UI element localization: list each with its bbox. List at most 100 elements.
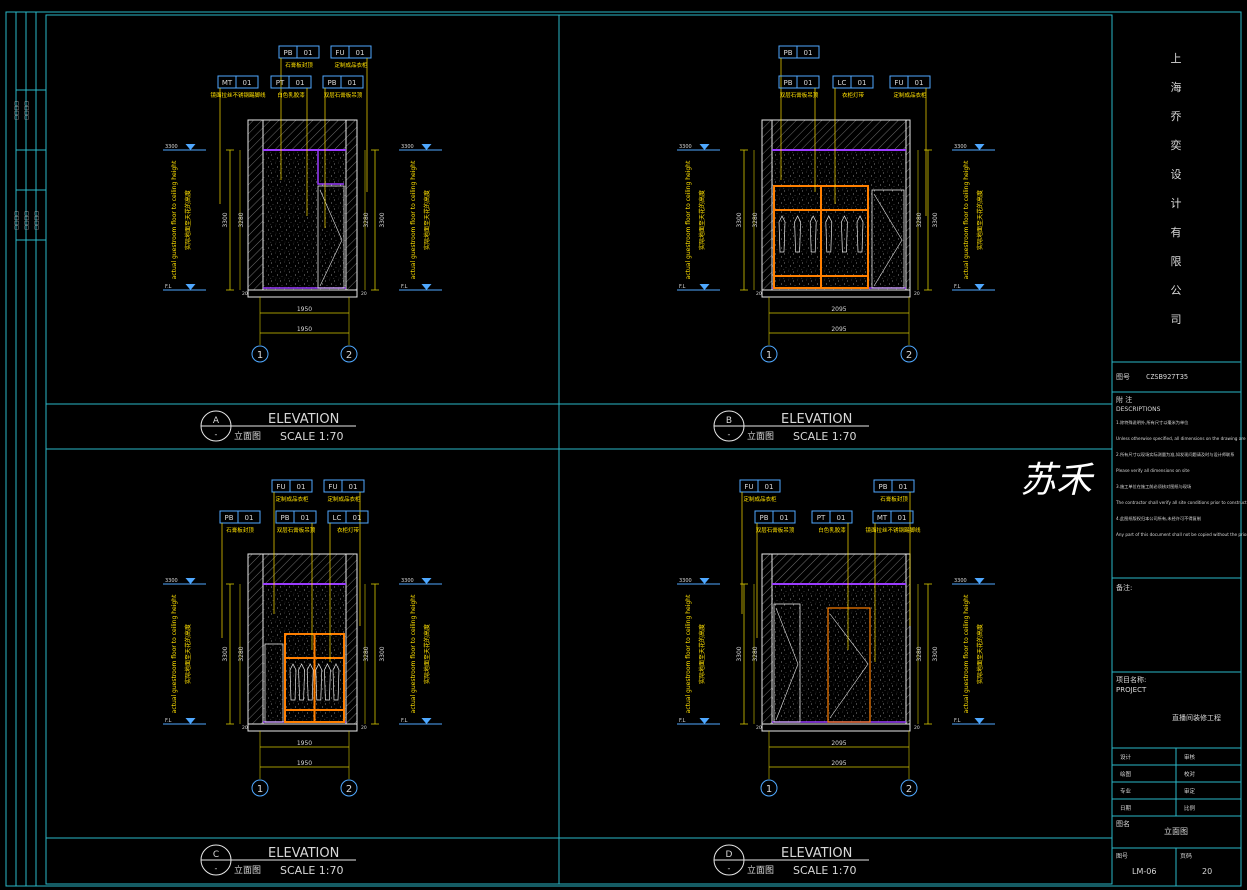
height-dimension-text: 3300 <box>222 212 229 227</box>
material-tag-code: FU <box>744 483 753 491</box>
material-tag-num-box <box>796 75 820 89</box>
hanging-garment <box>289 663 297 701</box>
hanging-garment <box>825 215 833 253</box>
height-dimension-text: 3300 <box>736 212 743 227</box>
material-tag-num-box <box>772 510 796 524</box>
axis-bubble <box>760 779 778 797</box>
drawing-code-value: CZSB927T35 <box>1146 373 1188 381</box>
ceiling-slab <box>761 119 911 151</box>
hanging-garment <box>306 663 314 701</box>
material-tag-num: 01 <box>765 483 774 491</box>
material-tag-num-box <box>829 510 853 524</box>
inner-dimension-text: 3280 <box>363 646 370 661</box>
floor-dimension-text: 20 <box>242 291 248 297</box>
note-line: The contractor shall verify all site con… <box>1115 500 1247 505</box>
material-tag-label: 双层石膏板吊顶 <box>780 91 819 99</box>
floor-dimension-text: 20 <box>756 725 762 731</box>
material-tag-code: PB <box>783 79 792 87</box>
vertical-note-en: actual guestroom floor to ceiling height <box>685 594 692 713</box>
material-tag-label: 定制成品衣柜 <box>334 61 368 69</box>
room-interior <box>262 149 347 291</box>
level-marker-icon <box>185 284 196 290</box>
axis-bubble <box>251 345 269 363</box>
material-tag-label: 白色乳胶漆 <box>277 91 305 99</box>
material-tag-label: 定制成品衣柜 <box>893 91 927 99</box>
width-dimension-text: 1950 <box>297 306 312 313</box>
material-tag-label: 衣柜灯带 <box>842 91 865 99</box>
sheet-no-value: LM-06 <box>1132 867 1156 876</box>
side-door-panel <box>871 189 905 289</box>
hanging-garment <box>809 215 817 253</box>
door-swing <box>829 613 869 719</box>
signature-cell-label: 比例 <box>1184 804 1196 812</box>
level-top-text: 3300 <box>401 144 414 150</box>
vertical-note-cn: 实际地面至天花的高度 <box>423 190 431 250</box>
floor-dimension-text: 20 <box>242 725 248 731</box>
caption-scale: SCALE 1:70 <box>793 430 856 443</box>
right-wall <box>345 119 358 298</box>
caption-dash: - <box>728 430 731 439</box>
project-label: 项目名称: <box>1116 675 1146 684</box>
vertical-note-en: actual guestroom floor to ceiling height <box>171 160 178 279</box>
signature-cell-label: 专业 <box>1120 787 1132 795</box>
signature-cell-label: 绘图 <box>1120 770 1132 778</box>
vertical-note-en: actual guestroom floor to ceiling height <box>410 594 417 713</box>
material-tag-num-box <box>341 479 365 493</box>
room-interior <box>771 149 907 291</box>
caption-dash: - <box>728 864 731 873</box>
vertical-note-cn: 实际地面至天花的高度 <box>184 190 192 250</box>
hanging-garment <box>794 215 801 253</box>
inner-dimension-text: 3280 <box>238 646 245 661</box>
width-dimension-text: 2095 <box>831 760 846 767</box>
material-tag-label: 定制成品衣柜 <box>275 495 309 503</box>
company-name-char: 有 <box>1171 225 1182 239</box>
level-bottom-text: F.L <box>679 284 686 290</box>
hanging-garment <box>841 215 848 253</box>
height-dimension-text: 3300 <box>379 212 386 227</box>
material-tag-code: PB <box>878 483 887 491</box>
material-tag-num: 01 <box>301 514 310 522</box>
note-line: Unless otherwise specified, all dimensio… <box>1116 436 1247 441</box>
material-tag-num: 01 <box>898 514 907 522</box>
material-tag-label: 石膏板封顶 <box>226 526 254 534</box>
material-tag-num: 01 <box>245 514 254 522</box>
svg-text:□□□□: □□□□ <box>24 211 30 230</box>
note-line: 3.施工单位在施工前必须核对图纸与现场 <box>1116 483 1191 490</box>
level-bottom-text: F.L <box>679 718 686 724</box>
floor-dimension-text: 20 <box>914 725 920 731</box>
company-name-char: 司 <box>1171 313 1182 326</box>
hanging-garment <box>315 663 323 701</box>
level-marker-icon <box>974 718 985 724</box>
caption-letter: B <box>726 416 732 426</box>
hanging-garment <box>778 215 786 253</box>
hanging-garment <box>856 215 864 253</box>
material-tag-num: 01 <box>804 49 813 57</box>
sheet-no-label: 图号 <box>1116 853 1128 860</box>
level-top-text: 3300 <box>954 144 967 150</box>
vertical-note-en: actual guestroom floor to ceiling height <box>963 160 970 279</box>
material-tag-label: 定制成品衣柜 <box>327 495 361 503</box>
width-dimension-text: 1950 <box>297 760 312 767</box>
material-tag-code: MT <box>222 79 233 87</box>
axis-label: 1 <box>257 784 263 795</box>
level-top-text: 3300 <box>401 578 414 584</box>
inner-dimension-text: 3280 <box>238 212 245 227</box>
company-name-char: 奕 <box>1171 138 1182 152</box>
sheet-name-value: 立面图 <box>1164 826 1188 836</box>
caption-letter: D <box>726 850 733 860</box>
material-tag-label: 白色乳胶漆 <box>818 526 846 534</box>
side-door-panel <box>264 643 284 723</box>
side-strip-text: □□□□ □□□□ □□□□ □□□□ □□□□ <box>14 101 40 230</box>
room-interior <box>771 583 907 725</box>
material-tag-label: 定制成品衣柜 <box>743 495 777 503</box>
door-swing <box>319 189 343 287</box>
axis-bubble <box>340 779 358 797</box>
material-tag-label: 双层石膏板吊顶 <box>756 526 795 534</box>
vertical-note-en: actual guestroom floor to ceiling height <box>171 594 178 713</box>
svg-text:□□□□: □□□□ <box>14 211 20 230</box>
level-marker-icon <box>421 284 432 290</box>
level-top-text: 3300 <box>165 144 178 150</box>
bulkhead-outline <box>317 150 344 185</box>
